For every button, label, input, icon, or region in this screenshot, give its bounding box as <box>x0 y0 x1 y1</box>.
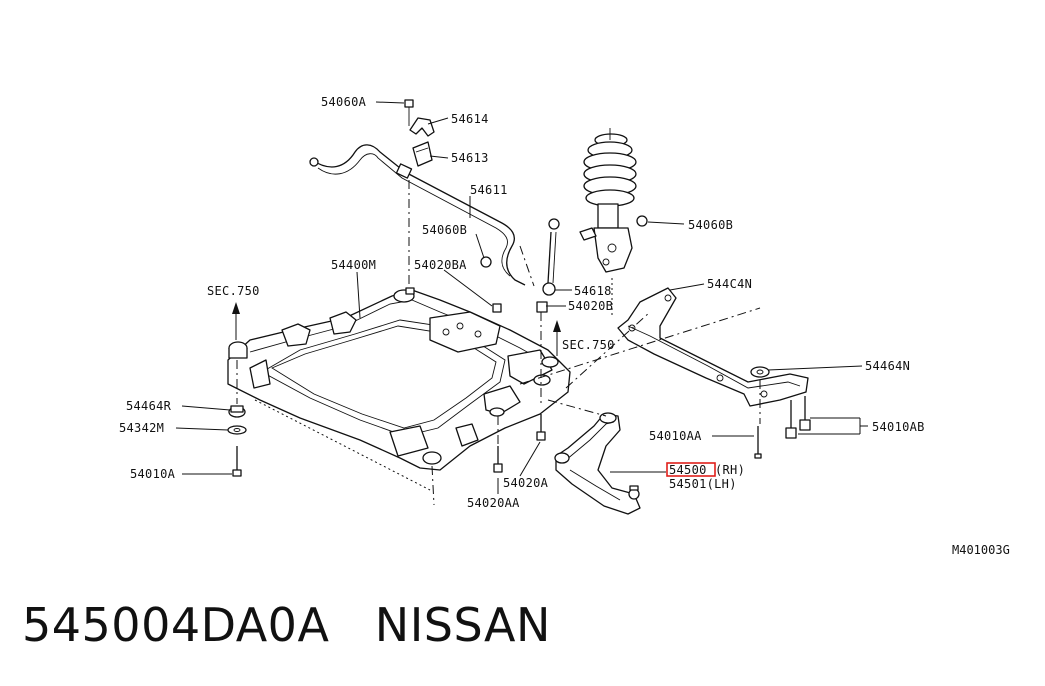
label-54060B-right[interactable]: 54060B <box>688 218 733 232</box>
label-54400M[interactable]: 54400M <box>331 258 376 272</box>
label-54500-side: (RH) <box>715 463 745 477</box>
fasteners <box>227 396 811 477</box>
label-54342M[interactable]: 54342M <box>119 421 164 435</box>
reference-lines <box>236 180 761 506</box>
lower-control-arm <box>554 412 641 515</box>
stabilizer-bushing <box>404 99 435 167</box>
label-sec750-right[interactable]: SEC.750 <box>562 338 615 352</box>
label-54618[interactable]: 54618 <box>574 284 612 298</box>
part-labels: 54060A 54614 54613 54611 54060B 54060B 5… <box>119 95 925 510</box>
label-54611[interactable]: 54611 <box>470 183 508 197</box>
stabilizer-bar <box>309 144 526 286</box>
label-54020A[interactable]: 54020A <box>503 476 549 490</box>
diagram-reference-code: M401003G <box>952 543 1010 557</box>
strut-assembly <box>579 128 648 273</box>
label-54010A[interactable]: 54010A <box>130 467 176 481</box>
rear-crossmember <box>617 287 809 407</box>
part-caption: 545004DA0A NISSAN <box>22 598 551 652</box>
label-54613[interactable]: 54613 <box>451 151 489 165</box>
label-54060A[interactable]: 54060A <box>321 95 367 109</box>
label-54010AB[interactable]: 54010AB <box>872 420 925 434</box>
label-54020AA[interactable]: 54020AA <box>467 496 520 510</box>
label-54501[interactable]: 54501(LH) <box>669 477 737 491</box>
brand-name: NISSAN <box>374 598 551 652</box>
part-number: 545004DA0A <box>22 598 330 652</box>
highlight-box-54500 <box>666 462 716 477</box>
stabilizer-link <box>480 218 560 296</box>
leader-lines <box>175 101 868 494</box>
label-54464R[interactable]: 54464R <box>126 399 172 413</box>
label-54464N[interactable]: 54464N <box>865 359 910 373</box>
label-54614[interactable]: 54614 <box>451 112 489 126</box>
label-544C4N[interactable]: 544C4N <box>707 277 752 291</box>
front-subframe <box>227 287 571 471</box>
label-54020B[interactable]: 54020B <box>568 299 613 313</box>
label-54020BA[interactable]: 54020BA <box>414 258 467 272</box>
label-54500[interactable]: 54500 <box>669 463 707 477</box>
sec750-arrows <box>232 302 561 356</box>
label-54010AA[interactable]: 54010AA <box>649 429 702 443</box>
label-54060B-left[interactable]: 54060B <box>422 223 467 237</box>
label-sec750-left[interactable]: SEC.750 <box>207 284 260 298</box>
